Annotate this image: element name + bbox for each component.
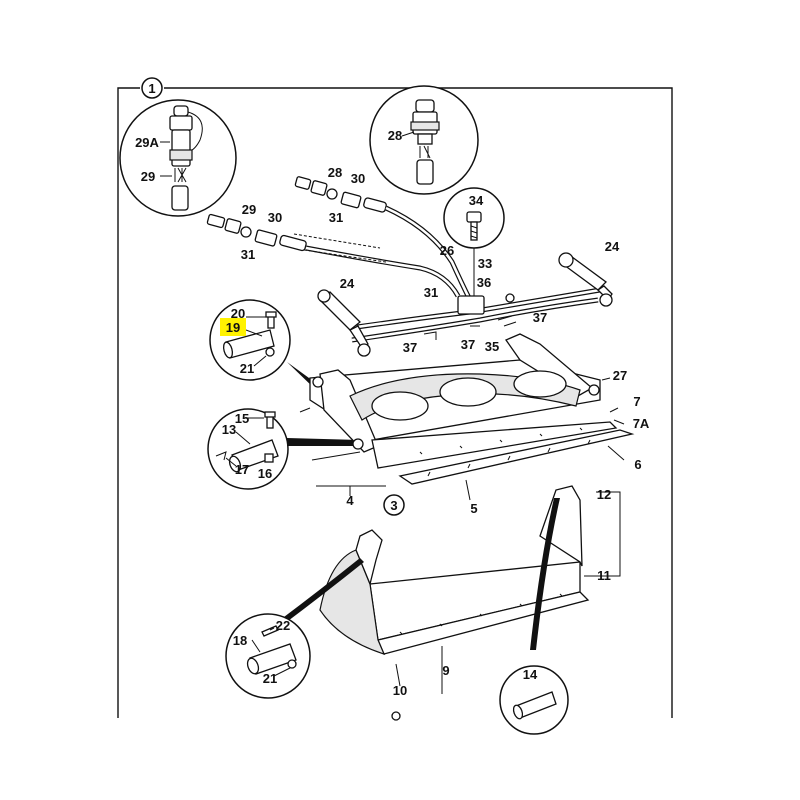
label-34: 34 xyxy=(469,193,484,208)
bucket xyxy=(319,485,590,655)
sub-marker-label: 3 xyxy=(390,498,397,513)
label-18: 18 xyxy=(233,633,247,648)
label-28-upper: 28 xyxy=(328,165,342,180)
hydraulic-hoses xyxy=(206,176,601,343)
cutting-edge xyxy=(371,421,635,485)
bucket-pin-callout xyxy=(225,613,311,699)
label-19: 19 xyxy=(226,320,240,335)
label-30-upper: 30 xyxy=(351,171,365,186)
label-21-lower: 21 xyxy=(263,671,277,686)
label-15: 15 xyxy=(235,411,249,426)
label-14: 14 xyxy=(523,667,538,682)
label-12: 12 xyxy=(597,487,611,502)
label-37-right: 37 xyxy=(533,310,547,325)
label-16: 16 xyxy=(258,466,272,481)
label-22: 22 xyxy=(276,618,290,633)
label-33: 33 xyxy=(478,256,492,271)
label-4: 4 xyxy=(346,493,354,508)
label-37-mid: 37 xyxy=(461,337,475,352)
label-20: 20 xyxy=(231,306,245,321)
mount-pin-callout xyxy=(207,408,289,490)
label-6: 6 xyxy=(634,457,641,472)
label-9: 9 xyxy=(442,663,449,678)
label-28-callout: 28 xyxy=(388,128,402,143)
quick-hitch-frame xyxy=(299,333,601,461)
label-24-right: 24 xyxy=(605,239,620,254)
label-7: 7 xyxy=(633,394,640,409)
right-cylinder xyxy=(558,252,613,307)
label-29-left: 29 xyxy=(242,202,256,217)
diagram-frame xyxy=(117,87,673,718)
label-24-left: 24 xyxy=(340,276,355,291)
sub-marker-circle xyxy=(383,494,405,516)
frame-marker-circle xyxy=(141,77,163,99)
fitting-callout xyxy=(369,85,479,195)
label-26: 26 xyxy=(440,243,454,258)
label-10: 10 xyxy=(393,683,407,698)
label-30-left: 30 xyxy=(268,210,282,225)
label-27: 27 xyxy=(613,368,627,383)
label-29A: 29A xyxy=(135,135,159,150)
label-35: 35 xyxy=(485,339,499,354)
label-31-left: 31 xyxy=(241,247,255,262)
coupler-cap-callout xyxy=(119,99,237,217)
label-5: 5 xyxy=(470,501,477,516)
label-36: 36 xyxy=(477,275,491,290)
label-31-lower: 31 xyxy=(424,285,438,300)
left-cylinder xyxy=(317,289,371,357)
label-31-upper: 31 xyxy=(329,210,343,225)
label-17: 17 xyxy=(235,462,249,477)
lower-pin-callout xyxy=(499,665,569,735)
part-labels: 29A 29 28 28 30 31 29 30 31 34 26 24 33 … xyxy=(135,128,650,698)
highlight-box xyxy=(220,318,246,336)
label-21-upper: 21 xyxy=(240,361,254,376)
label-13: 13 xyxy=(222,422,236,437)
label-7A: 7A xyxy=(633,416,650,431)
label-11: 11 xyxy=(597,568,611,583)
frame-marker-label: 1 xyxy=(148,81,155,96)
bolt-callout xyxy=(443,187,505,249)
label-37-left: 37 xyxy=(403,340,417,355)
label-29-callout: 29 xyxy=(141,169,155,184)
